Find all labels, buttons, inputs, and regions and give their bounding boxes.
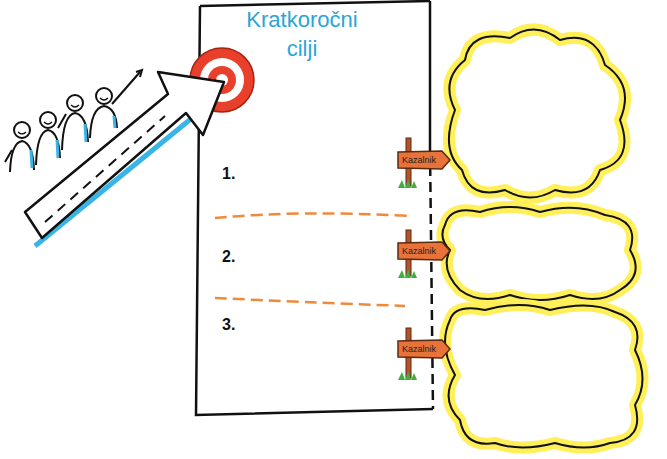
signpost-text: Kazalnik [397, 241, 451, 261]
list-number: 3. [222, 316, 235, 334]
signpost-text: Kazalnik [397, 339, 451, 359]
signpost-text: Kazalnik [397, 150, 451, 170]
signpost: Kazalnik [397, 241, 451, 261]
signpost-board [398, 151, 450, 169]
signpost-board [398, 340, 450, 358]
list-number: 1. [222, 165, 235, 183]
signpost: Kazalnik [397, 339, 451, 359]
signpost: Kazalnik [397, 150, 451, 170]
list-number: 2. [222, 248, 235, 266]
title: Kratkoročni cilji [232, 6, 372, 63]
signpost-board [398, 242, 450, 260]
